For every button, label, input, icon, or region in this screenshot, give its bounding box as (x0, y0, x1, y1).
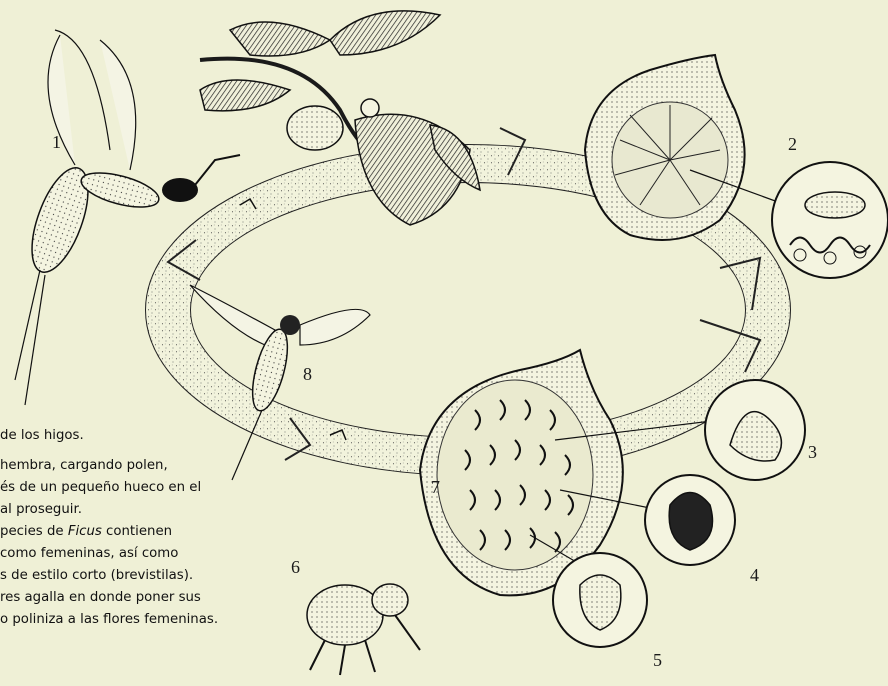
caption-line: al proseguir. (0, 499, 300, 521)
caption-span: pecies de (0, 524, 68, 539)
caption-line: o poliniza a las flores femeninas. (0, 609, 300, 631)
label-8: 8 (303, 365, 312, 383)
label-2: 2 (788, 135, 797, 153)
caption-line: pecies de Ficus contienen (0, 521, 300, 543)
detail-circle-2 (772, 162, 888, 278)
label-4: 4 (750, 566, 759, 584)
caption-span: contienen (102, 524, 172, 539)
label-5: 5 (653, 651, 662, 669)
caption-text: de los higos. hembra, cargando polen, és… (0, 425, 300, 631)
wasp-male-6 (307, 584, 420, 675)
label-1: 1 (52, 133, 61, 151)
caption-line: s de estilo corto (brevistilas). (0, 565, 300, 587)
caption-line: como femeninas, así como (0, 543, 300, 565)
fig-syconium-2 (585, 55, 800, 240)
caption-line: hembra, cargando polen, (0, 455, 300, 477)
caption-line: és de un pequeño hueco en el (0, 477, 300, 499)
label-3: 3 (808, 443, 817, 461)
label-7: 7 (431, 478, 440, 496)
caption-genus-italic: Ficus (68, 524, 102, 539)
caption-line: res agalla en donde poner sus (0, 587, 300, 609)
caption-line: de los higos. (0, 425, 300, 447)
